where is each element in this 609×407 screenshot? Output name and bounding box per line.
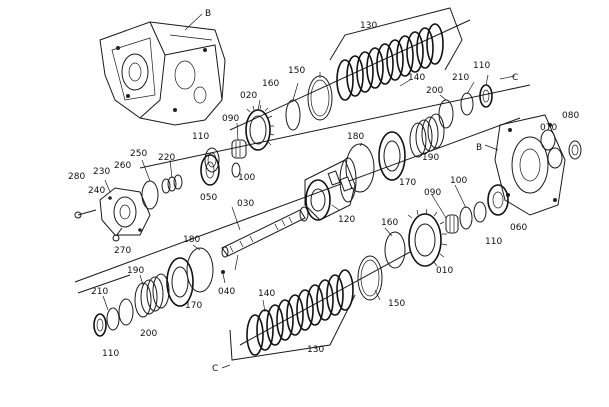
label-150-top: 150 [288, 66, 305, 76]
label-060: 060 [510, 223, 527, 233]
label-C-b: C [212, 364, 218, 374]
spring-pack-190-low [134, 273, 170, 318]
label-150-b: 150 [388, 299, 405, 309]
label-170-r: 170 [399, 178, 416, 188]
label-240: 240 [88, 186, 105, 196]
carrier-120 [304, 157, 357, 221]
label-080: 080 [562, 111, 579, 121]
label-010: 010 [436, 266, 453, 276]
bearing-050 [200, 154, 220, 186]
label-110-m: 110 [485, 237, 502, 247]
label-170-l: 170 [185, 301, 202, 311]
ball-040 [221, 270, 225, 274]
leader-lines [102, 72, 516, 313]
drum-170-low [166, 257, 194, 307]
ring-250 [141, 180, 159, 210]
label-200-r: 200 [426, 86, 443, 96]
label-130-top: 130 [360, 21, 377, 31]
label-140-b: 140 [258, 289, 275, 299]
ring-150-top [307, 75, 333, 121]
label-120: 120 [338, 215, 355, 225]
ring-210-low [106, 307, 120, 331]
assembly-frame-lines [74, 19, 531, 346]
label-B-top: B [205, 9, 211, 19]
label-260: 260 [114, 161, 131, 171]
gear-010-group [384, 184, 509, 269]
snap-ring-160-mid [384, 231, 406, 269]
bearing-090-mid [445, 214, 459, 234]
right-top-rings [345, 84, 493, 193]
label-250: 250 [130, 149, 147, 159]
label-040: 040 [218, 287, 235, 297]
end-cover-plate [484, 114, 582, 216]
ring-150-low [357, 255, 383, 301]
washer-110-top [204, 147, 220, 173]
label-180-t: 180 [347, 132, 364, 142]
label-C-r: C [512, 73, 518, 83]
label-140-top: 140 [408, 73, 425, 83]
ring-100-mid [459, 206, 473, 230]
main-shaft-030 [221, 206, 309, 271]
snap-ring-160-top [285, 99, 301, 131]
label-210-l: 210 [91, 287, 108, 297]
ring-180-low [186, 247, 214, 293]
label-180-l: 180 [183, 235, 200, 245]
ring-080 [568, 140, 582, 160]
gear-020-group [204, 104, 275, 178]
ring-180-top [345, 143, 375, 193]
label-200-l: 200 [140, 329, 157, 339]
label-070: 070 [540, 123, 557, 133]
ring-210-top [460, 92, 474, 116]
input-housing [74, 154, 220, 242]
ring-200-low [118, 298, 134, 326]
top-clutch-pack [285, 7, 463, 131]
label-110-t: 110 [192, 132, 209, 142]
seal-070 [547, 147, 563, 169]
label-190-r: 190 [422, 153, 439, 163]
label-190-l: 190 [127, 266, 144, 276]
label-220: 220 [158, 153, 175, 163]
label-020: 020 [240, 91, 257, 101]
top-clutch-discs [336, 23, 444, 101]
callout-labels: B 130 150 160 140 210 110 C 200 020 090 … [68, 9, 579, 374]
label-100-m: 100 [450, 176, 467, 186]
lower-left-pack [93, 247, 225, 337]
transmission-housing [99, 13, 226, 126]
label-160-top: 160 [262, 79, 279, 89]
label-110-l: 110 [102, 349, 119, 359]
label-030: 030 [237, 199, 254, 209]
label-090-t: 090 [222, 114, 239, 124]
label-B-r: B [476, 143, 482, 153]
bearing-060 [487, 184, 509, 216]
bottom-clutch-pack [221, 255, 383, 369]
bottom-clutch-discs [246, 269, 354, 356]
spring-pack-190-top [409, 113, 445, 158]
label-230: 230 [93, 167, 110, 177]
ring-200-top [438, 99, 454, 129]
ring-100-top [231, 162, 241, 178]
label-090-m: 090 [424, 188, 441, 198]
bearing-090-top [231, 139, 247, 159]
label-280: 280 [68, 172, 85, 182]
bearing-110-low [93, 313, 107, 337]
washer-110-mid [473, 201, 487, 223]
label-270: 270 [114, 246, 131, 256]
label-210-r: 210 [452, 73, 469, 83]
label-160-m: 160 [381, 218, 398, 228]
label-110-r: 110 [473, 61, 490, 71]
label-130-b: 130 [307, 345, 324, 355]
label-100-t: 100 [238, 173, 255, 183]
drum-170-top [378, 131, 406, 181]
bearing-110-top [479, 84, 493, 108]
label-050: 050 [200, 193, 217, 203]
